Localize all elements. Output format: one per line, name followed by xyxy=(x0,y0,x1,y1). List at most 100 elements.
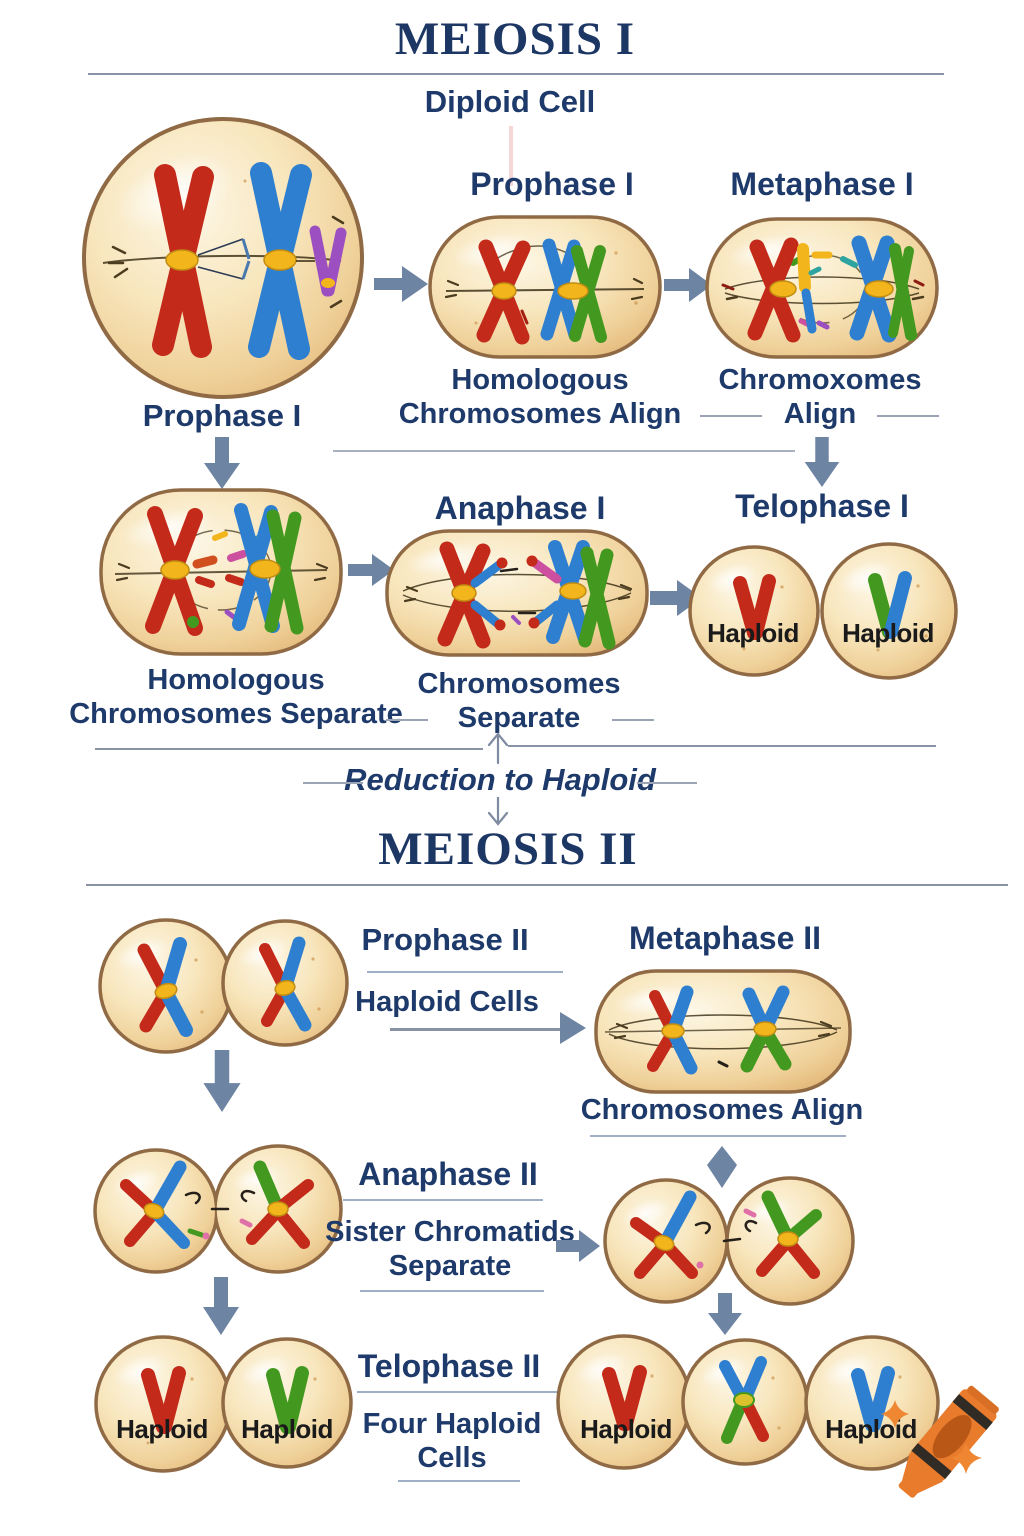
green-red-chromatids xyxy=(756,1190,822,1279)
haploid-label: Haploid xyxy=(842,618,934,648)
meiosis2-title: MEIOSIS II xyxy=(378,823,638,875)
final-haploid-cell-2 xyxy=(221,1337,353,1469)
telophase2-caption-line1: Four Haploid xyxy=(362,1408,542,1440)
arrow-right-icon xyxy=(374,266,428,302)
blue-green-bivalent xyxy=(540,238,607,343)
purple-chromosome xyxy=(309,225,347,297)
red-chromosome-moving xyxy=(437,541,508,649)
arrow-right-icon xyxy=(348,554,394,586)
diploid-cell-label: Diploid Cell xyxy=(424,84,596,119)
anaphase1-label: Anaphase I xyxy=(434,490,606,526)
blue-chromosome xyxy=(248,162,312,360)
pole-specks xyxy=(403,583,633,603)
anaphase2-underline xyxy=(343,1199,543,1201)
anaphase1-cell-illustration xyxy=(385,529,649,657)
connector-line xyxy=(333,450,795,452)
caption-dash xyxy=(612,719,654,721)
metaphase1-label: Metaphase I xyxy=(730,166,914,202)
prophase2-label: Prophase II xyxy=(361,922,529,957)
arrow-down-icon xyxy=(204,437,240,489)
telophase2-underline xyxy=(357,1391,561,1393)
anaphase2-cell-left xyxy=(93,1144,343,1274)
arrow-right-icon xyxy=(664,268,712,302)
anaphase2-caption-underline xyxy=(360,1290,544,1292)
haploid-label: Haploid xyxy=(707,618,799,648)
metaphase2-cell-illustration xyxy=(594,969,852,1094)
anaphase2-caption-line1: Sister Chromatids xyxy=(325,1216,575,1248)
green-v-chromosome xyxy=(266,1366,309,1434)
prophase2-caption: Haploid Cells xyxy=(355,986,539,1018)
red-blue-chromatids xyxy=(120,1160,190,1249)
separate-caption-line1: Homologous xyxy=(147,664,325,696)
caption-dash xyxy=(386,719,428,721)
pole-specks xyxy=(115,562,329,582)
red-v-chromosome xyxy=(733,574,776,640)
diploid-connector-line xyxy=(509,126,513,186)
red-v-chromosome xyxy=(141,1366,186,1434)
arrow-down-thin-icon xyxy=(487,797,509,826)
anaphase1-caption-line2: Separate xyxy=(457,702,581,734)
final-haploid-cell-1 xyxy=(94,1335,232,1473)
big-cell-phase-label: Prophase I xyxy=(142,398,302,433)
spindle-fiber xyxy=(445,288,645,292)
final-haploid-cell-5 xyxy=(804,1335,940,1471)
red-chromosome xyxy=(145,506,203,636)
arrow-right-icon xyxy=(556,1230,600,1262)
arrow-down-icon xyxy=(708,1293,742,1335)
homologous-separate-cell-illustration xyxy=(99,488,343,656)
caption-dash xyxy=(303,782,363,784)
prophase2-cell-left xyxy=(98,918,234,1054)
arrow-down-icon xyxy=(804,437,840,487)
haploid-label: Haploid xyxy=(241,1414,333,1444)
red-yellow-pair xyxy=(747,237,822,343)
blue-green-x-chromosome xyxy=(740,985,792,1073)
separate-caption-line2: Chromosomes Separate xyxy=(69,698,403,730)
red-blue-x-chromosome xyxy=(647,985,698,1075)
prophase1-label: Prophase I xyxy=(470,166,634,202)
pole-specks xyxy=(444,277,644,301)
telophase1-haploid-cell-right xyxy=(820,542,958,680)
meiosis1-divider xyxy=(88,73,944,75)
anaphase2-label: Anaphase II xyxy=(358,1156,538,1192)
crossover-fragments xyxy=(187,531,260,628)
multicolor-x-chromosome xyxy=(719,1356,769,1444)
prophase2-underline xyxy=(367,971,563,973)
haploid-label: Haploid xyxy=(825,1414,917,1444)
pole-specks xyxy=(613,1020,833,1040)
red-blue-x-chromosome xyxy=(137,937,193,1037)
blue-v-chromosome xyxy=(851,1366,895,1432)
pole-specks xyxy=(721,279,925,301)
red-blue-x-chromosome xyxy=(259,936,312,1032)
telophase2-caption-underline xyxy=(398,1480,520,1482)
prophase1-cell-illustration xyxy=(428,215,662,359)
red-blue-chromatids xyxy=(630,1190,698,1279)
anaphase1-caption-line1: Chromosomes xyxy=(417,668,621,700)
prophase1-caption-line2: Chromosomes Align xyxy=(398,398,682,430)
diploid-cell-illustration xyxy=(82,117,364,399)
meiosis1-title: MEIOSIS I xyxy=(394,13,636,65)
telophase2-label: Telophase II xyxy=(357,1348,541,1384)
transition-line-right xyxy=(508,745,936,747)
red-v-chromosome xyxy=(602,1365,647,1431)
transition-line-left xyxy=(95,748,483,750)
reduction-to-haploid-label: Reduction to Haploid xyxy=(344,762,656,797)
telophase1-haploid-cell-left xyxy=(688,545,820,677)
final-haploid-cell-4 xyxy=(681,1338,809,1466)
arrow-head-right-icon xyxy=(560,1012,586,1044)
metaphase2-label: Metaphase II xyxy=(628,920,822,956)
red-chromosome xyxy=(152,164,214,358)
telophase1-label: Telophase I xyxy=(735,488,909,524)
anaphase2-cell-right xyxy=(603,1176,855,1306)
blue-green-chromosome-moving xyxy=(526,540,616,650)
midzone-hooks xyxy=(694,1208,758,1269)
sparkle-icon xyxy=(950,1442,982,1474)
final-haploid-cell-3 xyxy=(556,1334,692,1470)
spindle-ties xyxy=(197,238,315,280)
midzone-hooks xyxy=(184,1189,256,1240)
green-red-chromatids xyxy=(246,1160,314,1249)
connector-line xyxy=(390,1028,562,1031)
sparkle-icon xyxy=(881,1400,909,1428)
blue-green-pair xyxy=(849,235,917,343)
meiosis2-divider xyxy=(86,884,1008,886)
